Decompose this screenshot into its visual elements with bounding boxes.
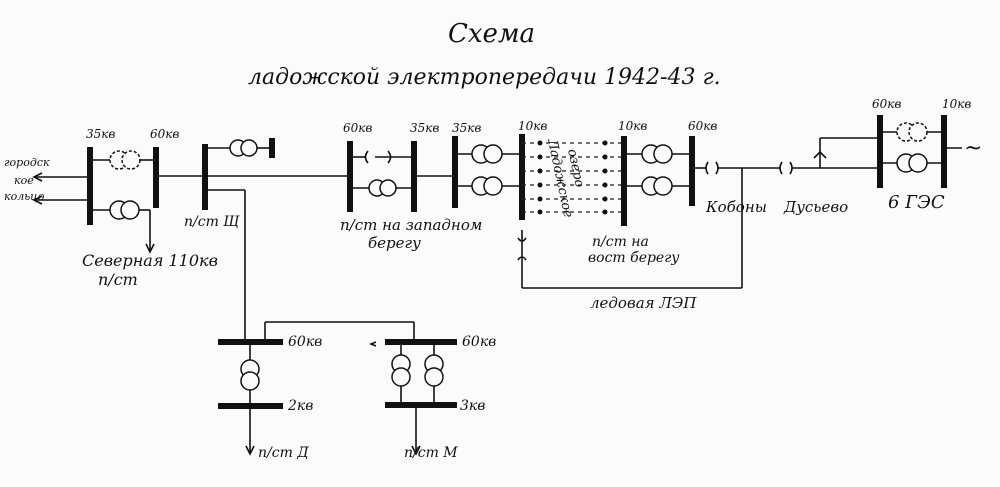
switch-icon bbox=[364, 150, 369, 164]
northern-substation bbox=[32, 147, 159, 254]
city-ring-label-3: кольцо bbox=[4, 190, 45, 203]
switch-icon bbox=[779, 161, 783, 175]
ice-transmission-line bbox=[517, 168, 743, 289]
substation-d-label: п/ст Д bbox=[258, 445, 309, 461]
east-shore-substation bbox=[621, 136, 695, 226]
hydro-plant-label: 6 ГЭС bbox=[888, 192, 945, 213]
substation-shch bbox=[156, 138, 350, 340]
ice-line-label: ледовая ЛЭП bbox=[590, 294, 697, 312]
arrow-down-icon bbox=[245, 445, 255, 456]
substation-m bbox=[264, 321, 457, 456]
diagram-subtitle: ладожской электропередачи 1942-43 г. bbox=[248, 65, 721, 90]
kobony-label: Кобоны bbox=[705, 198, 767, 216]
west-shore-substation bbox=[347, 134, 525, 220]
west-shore-label: п/ст на западном bbox=[340, 216, 482, 234]
voltage-label-60kv-east: 60кв bbox=[688, 119, 717, 133]
northern-substation-type: п/ст bbox=[98, 270, 138, 289]
northern-substation-label: Северная 110кв bbox=[82, 251, 218, 270]
voltage-label-60kv-plant: 60кв bbox=[872, 97, 901, 111]
voltage-label-10kv-plant: 10кв bbox=[942, 97, 971, 111]
voltage-label-60kv-west: 60кв bbox=[343, 121, 372, 135]
west-shore-label-2: берегу bbox=[368, 234, 421, 252]
substation-d bbox=[218, 339, 283, 456]
substation-m-label: п/ст М bbox=[404, 445, 458, 461]
diagram-title: Схема bbox=[448, 19, 535, 49]
lake-crossing-cables bbox=[522, 140, 622, 215]
voltage-label-35kv-west-b: 35кв bbox=[452, 121, 481, 135]
city-ring-label-1: городск bbox=[4, 156, 50, 169]
switch-icon bbox=[705, 161, 709, 175]
voltage-label-3kv-m: 3кв bbox=[460, 398, 485, 414]
voltage-label-35kv-west: 35кв bbox=[410, 121, 439, 135]
hydro-power-plant bbox=[877, 115, 962, 188]
voltage-label-10kv-east: 10кв bbox=[618, 119, 647, 133]
east-shore-label: п/ст на bbox=[592, 234, 649, 250]
dusyevo-label: Дусьево bbox=[783, 198, 848, 216]
voltage-label-60kv-d: 60кв bbox=[288, 334, 322, 350]
ac-generator-icon: ~ bbox=[964, 136, 982, 161]
east-shore-label-2: вост берегу bbox=[588, 250, 680, 266]
arrow-down-icon bbox=[411, 445, 421, 456]
substation-shch-label: п/ст Щ bbox=[184, 214, 240, 230]
voltage-label-2kv-d: 2кв bbox=[287, 398, 313, 414]
voltage-label-35kv: 35кв bbox=[86, 127, 115, 141]
arrow-left-icon bbox=[32, 172, 43, 182]
line-to-plant bbox=[692, 137, 878, 175]
voltage-label-60kv-m: 60кв bbox=[462, 334, 496, 350]
arrow-left-icon bbox=[32, 195, 43, 205]
voltage-label-10kv-west: 10кв bbox=[518, 119, 547, 133]
city-ring-label-2: кое bbox=[14, 174, 34, 187]
voltage-label-60kv: 60кв bbox=[150, 127, 179, 141]
